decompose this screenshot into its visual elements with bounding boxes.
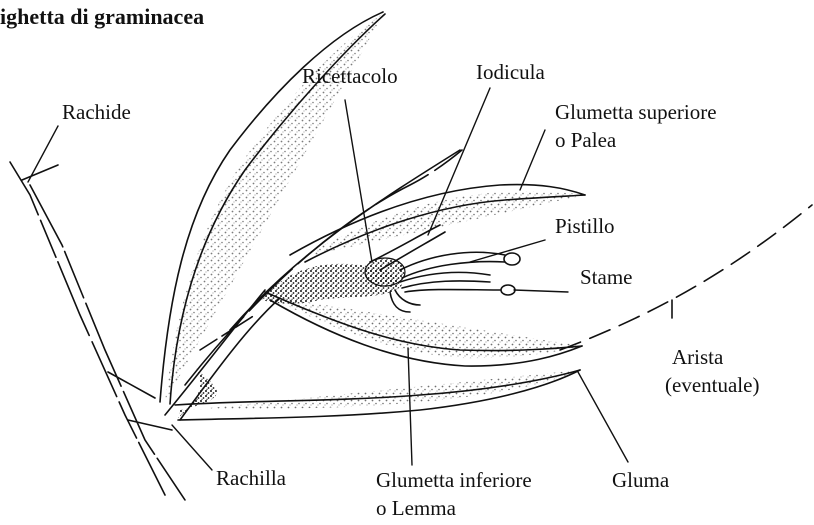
label-rachilla: Rachilla [216, 466, 286, 490]
label-iodicula: Iodicula [476, 60, 545, 84]
rachide-axis [10, 162, 185, 500]
label-lemma: o Lemma [376, 496, 456, 520]
label-rachide: Rachide [62, 100, 131, 124]
label-stame: Stame [580, 265, 633, 289]
label-palea: o Palea [555, 128, 616, 152]
label-glumetta-superiore: Glumetta superiore [555, 100, 717, 124]
flower-organs [390, 252, 520, 312]
label-ricettacolo: Ricettacolo [302, 64, 398, 88]
label-arista: Arista [672, 345, 723, 369]
label-glumetta-inferiore: Glumetta inferiore [376, 468, 532, 492]
label-arista-eventuale: (eventuale) [665, 373, 759, 397]
label-gluma: Gluma [612, 468, 669, 492]
label-pistillo: Pistillo [555, 214, 615, 238]
diagram-title: ighetta di graminacea [0, 4, 204, 30]
